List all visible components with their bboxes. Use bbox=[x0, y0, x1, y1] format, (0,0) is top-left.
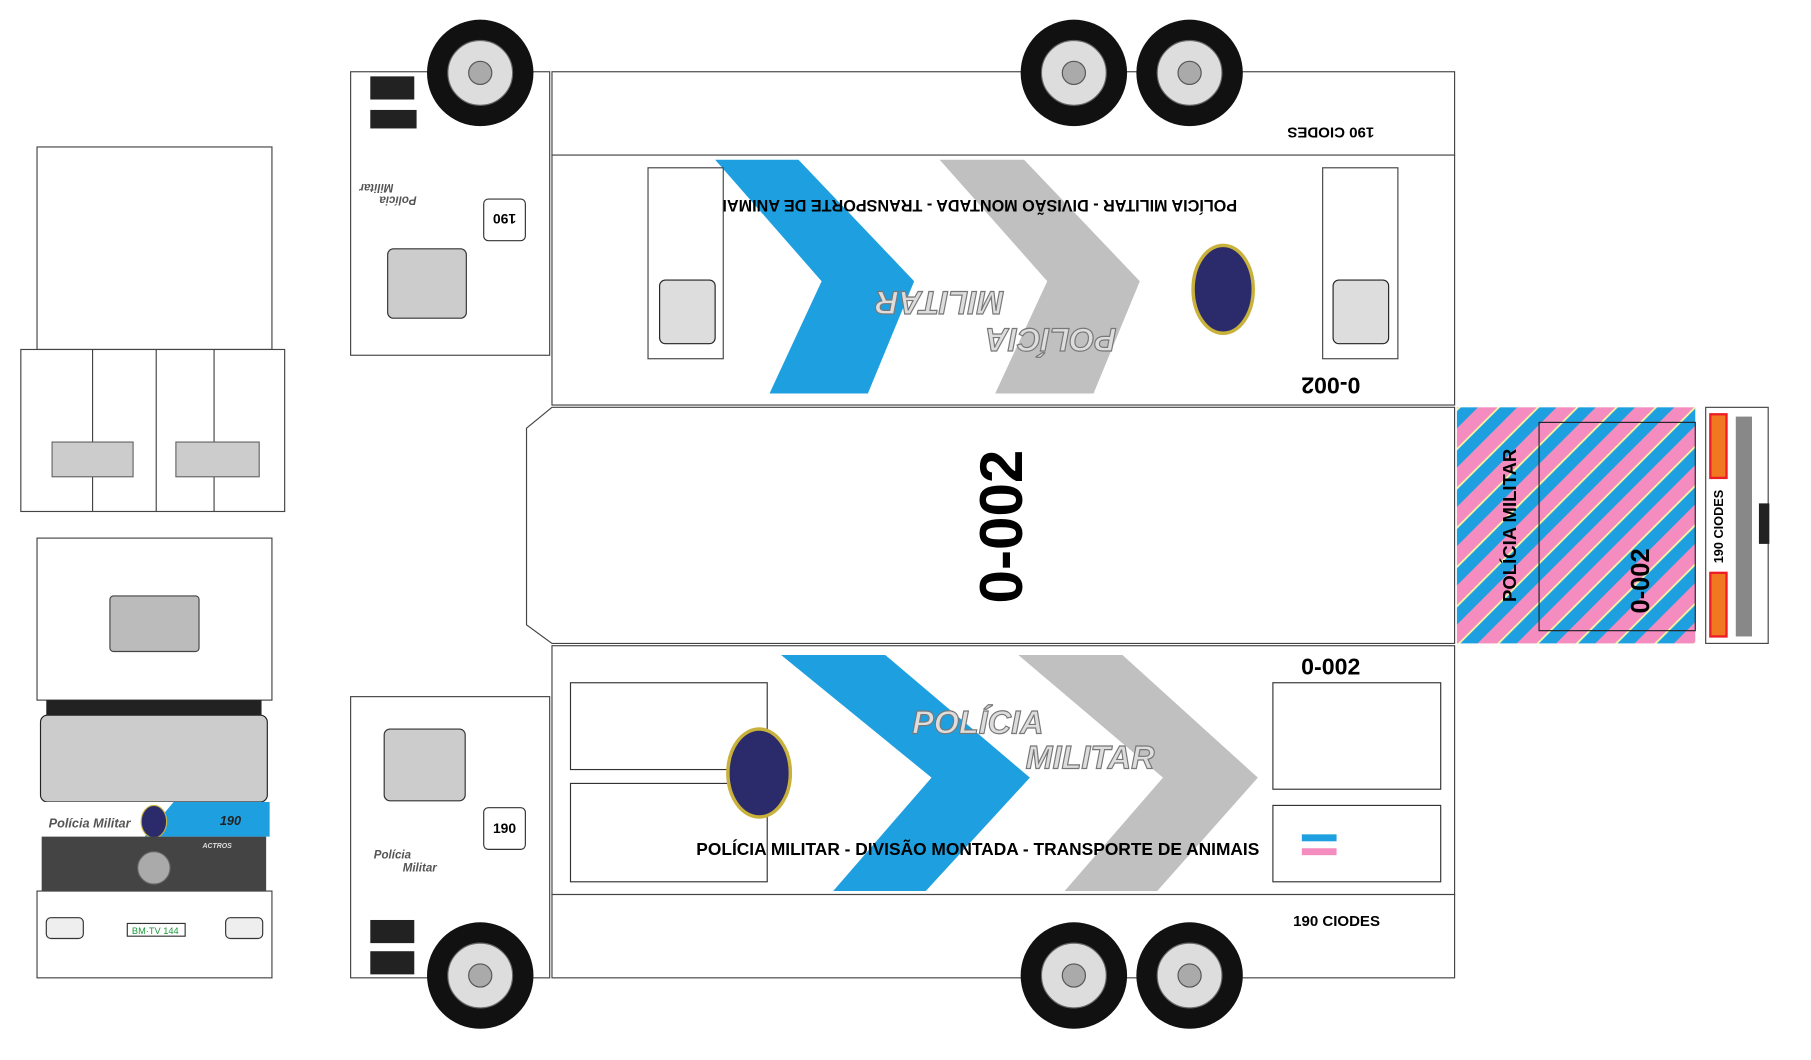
cab-number-bottom: 190 bbox=[493, 820, 516, 836]
cab-front-view: Polícia Militar 190 ACTROS BM·TV 144 bbox=[20, 146, 286, 979]
cab-front-number: 190 bbox=[220, 813, 241, 828]
svg-text:BM·TV 144: BM·TV 144 bbox=[132, 926, 179, 936]
wheel-icon bbox=[1135, 921, 1244, 1030]
radio-label-top: 190 CIODES bbox=[1287, 123, 1374, 140]
radio-label-rear: 190 CIODES bbox=[1711, 490, 1726, 564]
unit-number-rear: 0-002 bbox=[1627, 548, 1655, 613]
side-word-1: POLÍCIA bbox=[912, 704, 1043, 741]
cab-side-text-top-1: Polícia bbox=[379, 194, 417, 206]
unit-number-roof: 0-002 bbox=[968, 450, 1035, 604]
cab-window bbox=[383, 728, 466, 802]
police-badge-icon bbox=[1191, 243, 1255, 336]
cab-side-text-1: Polícia bbox=[374, 850, 412, 862]
unit-number-top: 0-002 bbox=[1301, 372, 1360, 398]
police-badge-icon bbox=[726, 727, 793, 819]
rear-text: POLÍCIA MILITAR bbox=[1499, 449, 1520, 602]
wheel-icon bbox=[1020, 921, 1128, 1030]
side-word-1-top: POLÍCIA bbox=[985, 322, 1116, 359]
chassis-bottom bbox=[551, 893, 1456, 979]
wheel-icon bbox=[1020, 19, 1128, 127]
box-roof: 0-002 bbox=[525, 406, 1456, 644]
cab-side-text-top-2: Militar bbox=[358, 181, 394, 193]
cab-window bbox=[387, 248, 467, 319]
wheel-icon bbox=[426, 921, 535, 1030]
mercedes-star-icon bbox=[137, 851, 171, 885]
truck-side-bottom: 190 Polícia Militar POLÍCIA MILITAR POLÍ… bbox=[350, 645, 1456, 1030]
banner-bottom: POLÍCIA MILITAR - DIVISÃO MONTADA - TRAN… bbox=[696, 839, 1259, 859]
side-word-2-top: MILITAR bbox=[875, 285, 1005, 321]
chassis-top bbox=[551, 71, 1456, 156]
truck-side-top-mirrored: 190 Militar Polícia POLÍCIA MILITAR - DI… bbox=[350, 19, 1456, 406]
side-word-2: MILITAR bbox=[1026, 739, 1156, 775]
wheel-icon bbox=[426, 19, 535, 127]
unit-number-bottom: 0-002 bbox=[1301, 654, 1360, 680]
police-badge-icon bbox=[140, 804, 168, 839]
rear-doors bbox=[1456, 407, 1696, 644]
cab-number-top: 190 bbox=[493, 211, 516, 227]
cab-side-text-2: Militar bbox=[403, 862, 439, 874]
box-rear: POLÍCIA MILITAR 0-002 190 CIODES bbox=[1456, 406, 1770, 644]
license-plate bbox=[126, 922, 186, 937]
sunroof bbox=[109, 595, 200, 653]
wheel-icon bbox=[1135, 19, 1244, 127]
radio-label-bottom: 190 CIODES bbox=[1293, 913, 1380, 930]
cab-roof-fairing bbox=[20, 348, 286, 513]
roof-window-left bbox=[51, 441, 134, 478]
windshield bbox=[39, 714, 268, 803]
cab-front-brand-text: Polícia Militar bbox=[49, 815, 132, 830]
cab-roof-panel bbox=[36, 146, 273, 351]
banner-top: POLÍCIA MILITAR - DIVISÃO MONTADA - TRAN… bbox=[711, 196, 1237, 216]
model-badge: ACTROS bbox=[202, 843, 233, 850]
roof-window-right bbox=[175, 441, 260, 478]
